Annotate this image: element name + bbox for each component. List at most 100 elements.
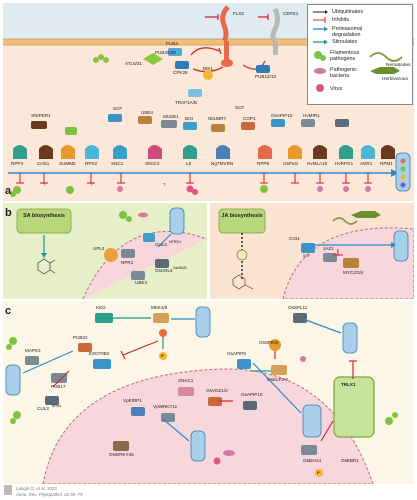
- panel-label-c: c: [5, 305, 12, 317]
- label-sniper1: SNIPER1: [31, 113, 51, 118]
- label-cpk28: CPK28: [173, 70, 188, 75]
- proteasome-icon: [395, 152, 411, 192]
- npr1-complex-icons: [104, 233, 169, 280]
- legend-filamentous-pathogens: Filamentous pathogens: [330, 50, 360, 63]
- label-osvoz1-2: OsVOZ1/2: [206, 388, 228, 393]
- label-vpwrky11: VpWRKY11: [153, 404, 178, 409]
- label-bik1: BIK1: [203, 66, 213, 71]
- label-ngtmvrn: NgTMVRN: [211, 161, 234, 166]
- label-osapip10: OsAPIP10: [271, 113, 293, 118]
- plasma-membrane: [3, 39, 414, 45]
- legend-ubiquitinates: Ubiquitinates: [332, 9, 364, 15]
- label-exo70b2: EXO70B2: [89, 351, 110, 356]
- label-sa-biosynthesis: SA biosynthesis: [23, 213, 65, 219]
- pathogen-icons-c: [6, 337, 398, 465]
- proteasome-icons-c: [5, 306, 358, 462]
- label-sikic2: SIKIC2: [145, 161, 160, 166]
- panel-c-graphic: [3, 301, 414, 485]
- label-coi1: COI1: [289, 236, 300, 241]
- label-cerk1: CERK1: [283, 11, 299, 16]
- label-nbubr7: NbUBR7: [208, 116, 227, 121]
- question-mark-3: ?: [163, 182, 166, 187]
- question-mark-2: ?: [90, 182, 93, 187]
- label-cop1: COP1: [243, 116, 256, 121]
- label-pub25-26: PUB25/26: [155, 50, 176, 55]
- panel-b: b SA biosynthesis UPL4 NPR1 CUL3 NPR3/4 …: [3, 203, 415, 300]
- label-mkk4-5: MKK4/5: [151, 305, 168, 310]
- legend-herbivorous: Herbivorous: [382, 77, 408, 82]
- label-hvrpg1: HvRPG1: [335, 161, 354, 166]
- label-summ2: SUMM2: [59, 161, 76, 166]
- label-osebr1: OsEBR1: [341, 458, 359, 463]
- salicylic-acid-icon: [37, 258, 56, 275]
- label-p-1: P: [161, 353, 164, 358]
- label-oscrl4: OsCRL4: [155, 268, 173, 273]
- label-l5: L5: [186, 161, 192, 166]
- label-pub17: PUB17: [51, 384, 66, 389]
- label-rpm1: RPM1: [380, 161, 393, 166]
- label-traf1a-b: TRAF1A/B: [175, 100, 197, 105]
- label-hvmla10: HvMLA10: [307, 161, 328, 166]
- legend-inhibits: Inhibits: [332, 17, 350, 23]
- chloroplast: [333, 376, 375, 438]
- credit-line-2: Annu. Rev. Phytopathol. 61:55–75: [16, 492, 83, 497]
- label-osapip6: OsAPIP6: [227, 351, 246, 356]
- label-npr1: NPR1: [121, 260, 134, 265]
- legend-proteasomal-degradation: Proteasomal degradation: [332, 26, 363, 39]
- label-cul3: CUL3: [155, 242, 167, 247]
- phosphate-icon: [159, 352, 167, 360]
- label-keg: KEG: [96, 305, 106, 310]
- panel-label-b: b: [5, 207, 12, 219]
- label-pub22: PUB22: [73, 335, 88, 340]
- label-oscrl4-super: OsNDM1: [173, 266, 187, 270]
- label-cul3: CUL3: [37, 406, 49, 411]
- nlr-target-icons: [13, 145, 395, 159]
- label-rpp8: RPP8: [257, 161, 270, 166]
- question-mark-1: ?: [43, 182, 46, 187]
- proteasome-icon: [169, 207, 185, 235]
- legend-symbols: [313, 10, 403, 92]
- label-atl6-31: ATL6/31: [125, 61, 143, 66]
- e3-ligase-icons-middle: [31, 114, 349, 135]
- cerk1-receptor-icon: [270, 7, 280, 55]
- panel-label-a: a: [5, 185, 12, 197]
- label-pub4: PUB4: [166, 41, 179, 46]
- legend: Ubiquitinates Inhibits Proteasomal degra…: [307, 4, 413, 105]
- label-trlx1: TRLX1: [341, 382, 356, 387]
- label-mapk3: MAPK3: [25, 348, 41, 353]
- label-boi: BOI: [185, 116, 193, 121]
- legend-virus: Virus: [330, 86, 343, 92]
- legend-stimulates: Stimulates: [332, 39, 358, 45]
- fls2-receptor-icon: [220, 5, 233, 67]
- label-upl4: UPL4: [93, 246, 105, 251]
- panel-c-protein-icons: [25, 313, 317, 455]
- label-fls2: FLS2: [233, 11, 244, 16]
- label-ube4-b: UBE4: [135, 280, 148, 285]
- stimulate-arrows-c: [113, 317, 271, 372]
- label-scf-sniper4: SCF: [235, 105, 245, 110]
- label-adr1: ADR1: [360, 161, 373, 166]
- ubiquitin-chain-icon: [93, 54, 109, 63]
- legend-pathogenic-bacteria: Pathogenic bacteria: [330, 67, 357, 80]
- label-chs1: CHS1: [37, 161, 50, 166]
- label-ja-biosynthesis: JA biosynthesis: [221, 213, 263, 219]
- credit-line-1: Langin G, et al. 2023: [16, 486, 57, 491]
- pathogen-icons-a: [10, 185, 371, 197]
- panel-c: c KEG MKK4/5 P PUB22 EXO70B2 MAPK3 PUB17…: [3, 301, 414, 485]
- label-osspl11: OsSPL11: [288, 305, 308, 310]
- proteasome-icon: [393, 230, 409, 262]
- nematode-icon: [332, 217, 358, 225]
- label-jaz1: JAZ1: [323, 246, 334, 251]
- inhibit-ticks-bottom: [16, 173, 372, 184]
- label-osbag4: OsBAG4: [303, 458, 322, 463]
- label-osput1: OsPut1: [283, 161, 299, 166]
- grasshopper-icon: [351, 211, 381, 218]
- label-cul3-bpms: BPMs: [52, 404, 62, 408]
- publisher-logo-icon: [4, 485, 12, 495]
- legend-nematodes: Nematodes: [386, 63, 411, 68]
- label-snac1: SNAC1: [178, 378, 194, 383]
- label-scf-cpr1: SCF: [113, 106, 123, 111]
- label-rpp4: RPP4: [11, 161, 24, 166]
- inhibit-arrows-c: [52, 340, 357, 442]
- panel-b-graphic: [3, 203, 415, 300]
